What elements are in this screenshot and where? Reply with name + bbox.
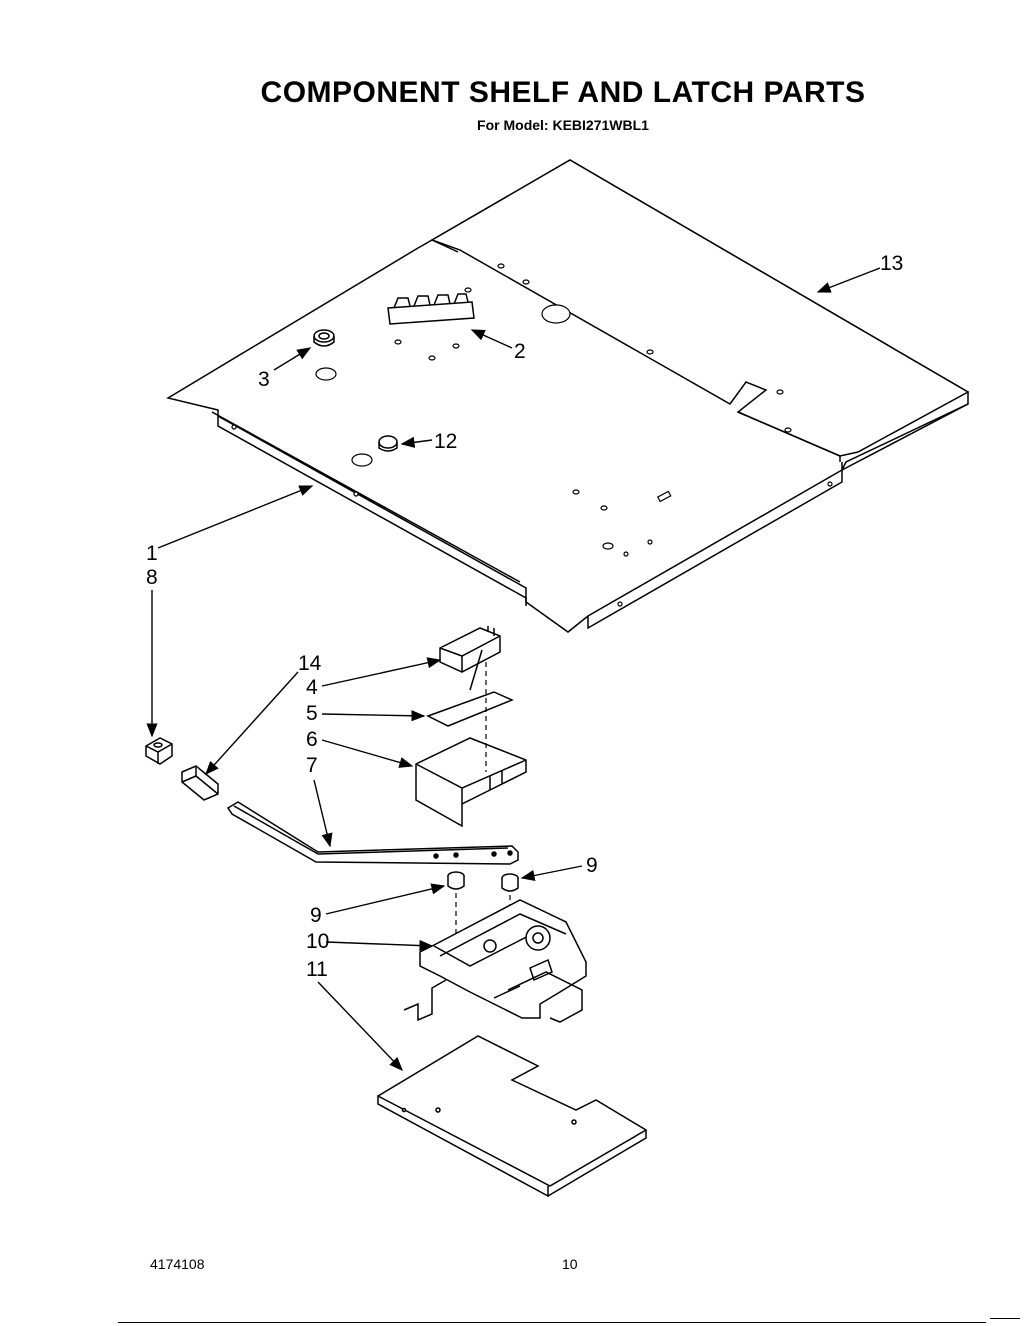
callout-12: 12 [434, 430, 457, 453]
hole-plug [378, 435, 398, 452]
shelf-cover-plate [430, 159, 970, 462]
grommet [313, 329, 335, 347]
callout-7: 7 [306, 754, 318, 777]
callout-5: 5 [306, 702, 318, 725]
alignment-lines [455, 662, 511, 948]
spacer-right [501, 873, 519, 892]
leader-lines [146, 267, 881, 1072]
diagram-title: COMPONENT SHELF AND LATCH PARTS [260, 76, 866, 109]
latch-block [145, 737, 173, 765]
terminal-block [387, 293, 475, 325]
shelf-holes [231, 263, 833, 607]
callout-4: 4 [306, 676, 318, 699]
callout-3: 3 [258, 368, 270, 391]
callout-14: 14 [298, 652, 322, 675]
document-number: 4174108 [150, 1256, 205, 1272]
callout-6: 6 [306, 728, 318, 751]
callout-2: 2 [514, 340, 526, 363]
callout-9-left: 9 [310, 904, 322, 927]
model-subtitle: For Model: KEBI271WBL1 [477, 117, 649, 133]
latch-assembly [403, 899, 587, 1023]
switch-insulator [426, 691, 514, 727]
bottom-plate [376, 1035, 648, 1198]
callout-1: 1 [146, 542, 158, 565]
latch-arm [226, 801, 519, 865]
spacer-left [447, 871, 465, 890]
callout-10: 10 [306, 930, 329, 953]
callout-13: 13 [880, 252, 903, 275]
page-number: 10 [562, 1256, 578, 1272]
callout-numbers: 1 2 3 4 5 6 7 8 9 9 10 11 12 13 14 [146, 252, 903, 981]
bottom-tick [990, 1318, 1020, 1319]
switch-bracket [415, 737, 527, 828]
callout-11: 11 [306, 958, 328, 981]
callout-8: 8 [146, 566, 158, 589]
bottom-rule [118, 1322, 986, 1323]
door-switch [439, 626, 501, 691]
latch-clip [181, 765, 219, 801]
callout-9-right: 9 [586, 854, 598, 877]
